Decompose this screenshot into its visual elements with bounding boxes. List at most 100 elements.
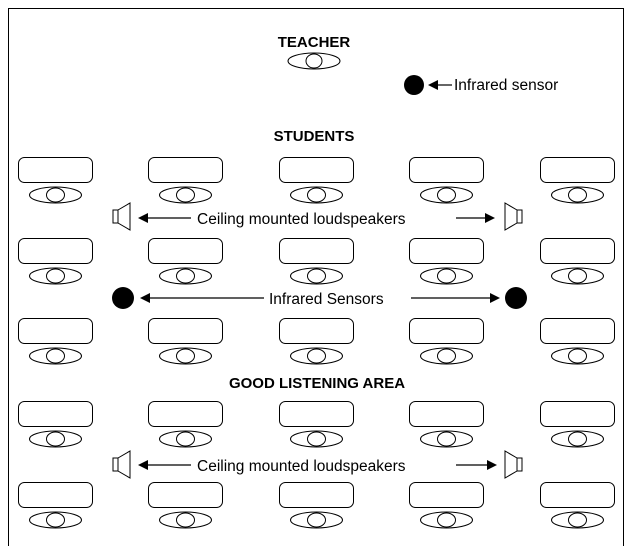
student-station (409, 482, 484, 529)
speaker-top-right (504, 202, 523, 231)
speaker-top-arrow-left (138, 213, 191, 223)
student-station (409, 238, 484, 285)
speaker-top-arrow-right (456, 213, 495, 223)
student-desk (148, 238, 223, 264)
student-desk (279, 238, 354, 264)
student-station (409, 318, 484, 365)
infrared-sensor-right (505, 287, 527, 309)
student-chair-seat (568, 431, 587, 447)
student-desk (540, 482, 615, 508)
student-station (540, 482, 615, 529)
student-chair-seat (437, 187, 456, 203)
student-desk (540, 157, 615, 183)
student-desk (409, 238, 484, 264)
student-desk (148, 401, 223, 427)
student-desk (18, 401, 93, 427)
student-desk (409, 482, 484, 508)
student-station (18, 238, 93, 285)
student-chair-seat (568, 348, 587, 364)
student-desk (279, 401, 354, 427)
student-station (18, 401, 93, 448)
student-chair-seat (46, 431, 65, 447)
students-heading: STUDENTS (274, 128, 355, 145)
student-chair-seat (176, 431, 195, 447)
student-chair-seat (46, 268, 65, 284)
student-station (148, 157, 223, 204)
student-chair-seat (307, 268, 326, 284)
speaker-top-left (112, 202, 131, 231)
student-chair-seat (307, 512, 326, 528)
student-chair-seat (307, 187, 326, 203)
student-chair-seat (307, 431, 326, 447)
student-desk (279, 482, 354, 508)
student-chair-seat (176, 512, 195, 528)
student-station (540, 318, 615, 365)
teacher-heading: TEACHER (278, 34, 351, 51)
student-chair-seat (176, 348, 195, 364)
student-station (18, 157, 93, 204)
student-chair-seat (568, 187, 587, 203)
student-desk (409, 157, 484, 183)
speaker-bottom-arrow-right (456, 460, 497, 470)
good-listening-area-heading: GOOD LISTENING AREA (229, 375, 405, 392)
student-station (409, 157, 484, 204)
room-outline (8, 8, 624, 546)
student-station (279, 482, 354, 529)
infrared-sensors-label: Infrared Sensors (269, 291, 384, 308)
student-desk (18, 238, 93, 264)
student-desk (148, 318, 223, 344)
student-desk (409, 318, 484, 344)
student-chair-seat (46, 187, 65, 203)
student-chair-seat (437, 512, 456, 528)
student-desk (18, 157, 93, 183)
student-station (279, 157, 354, 204)
student-chair-seat (568, 268, 587, 284)
infrared-sensor-arrow (428, 80, 452, 90)
student-chair-seat (437, 268, 456, 284)
student-desk (148, 482, 223, 508)
speaker-bottom-left (112, 450, 131, 479)
ceiling-speakers-bottom-label: Ceiling mounted loudspeakers (197, 458, 406, 475)
student-desk (18, 318, 93, 344)
infrared-sensor-left (112, 287, 134, 309)
student-station (148, 238, 223, 285)
student-station (540, 238, 615, 285)
infrared-sensor-teacher (404, 75, 424, 95)
student-desk (279, 318, 354, 344)
student-chair-seat (46, 512, 65, 528)
student-desk (409, 401, 484, 427)
ceiling-speakers-top-label: Ceiling mounted loudspeakers (197, 211, 406, 228)
student-station (409, 401, 484, 448)
infrared-sensor-label: Infrared sensor (454, 77, 558, 94)
student-chair-seat (307, 348, 326, 364)
student-desk (279, 157, 354, 183)
student-station (148, 482, 223, 529)
student-desks (18, 157, 615, 529)
student-station (18, 482, 93, 529)
student-station (148, 318, 223, 365)
student-station (279, 238, 354, 285)
student-desk (18, 482, 93, 508)
student-station (540, 401, 615, 448)
infrared-sensors-arrow-left (140, 293, 264, 303)
student-chair-seat (176, 268, 195, 284)
student-station (279, 401, 354, 448)
teacher-chair (287, 52, 341, 70)
student-chair-seat (568, 512, 587, 528)
student-chair-seat (176, 187, 195, 203)
student-desk (540, 238, 615, 264)
student-desk (540, 401, 615, 427)
student-station (540, 157, 615, 204)
student-chair-seat (437, 431, 456, 447)
student-desk (540, 318, 615, 344)
student-station (18, 318, 93, 365)
infrared-sensors-arrow-right (411, 293, 500, 303)
student-desk (148, 157, 223, 183)
student-chair-seat (46, 348, 65, 364)
student-chair-seat (437, 348, 456, 364)
speaker-bottom-right (504, 450, 523, 479)
student-station (148, 401, 223, 448)
student-station (279, 318, 354, 365)
speaker-bottom-arrow-left (138, 460, 191, 470)
